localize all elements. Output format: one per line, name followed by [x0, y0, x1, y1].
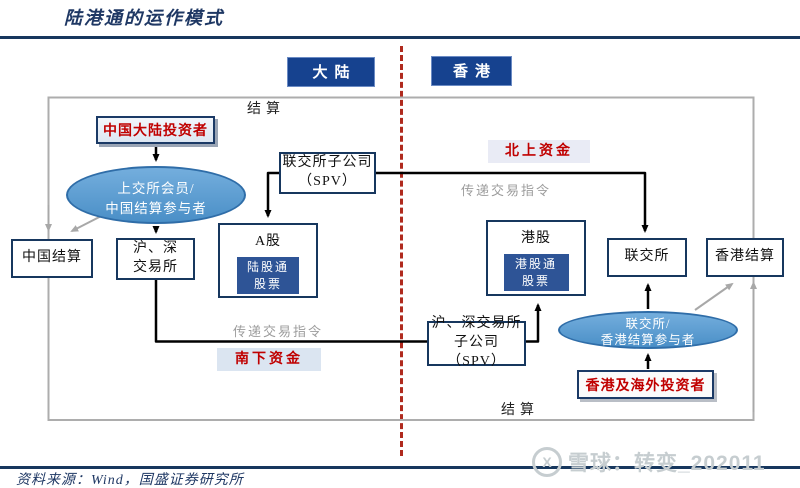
bottom-separator: [0, 466, 800, 469]
hkex-label: 联交所: [624, 249, 670, 265]
node-h-share: 港股 港股通 股票: [486, 220, 586, 296]
northbound-funds-label: 北上资金: [488, 140, 590, 163]
sh-sz-exchange-line1: 沪、深: [133, 241, 178, 257]
sh-sz-spv-line2: 子公司（SPV）: [447, 335, 506, 369]
node-sh-sz-spv: 沪、深交易所 子公司（SPV）: [427, 316, 526, 369]
hkex-participant-line1: 联交所/: [625, 317, 671, 331]
h-share-ganggutong-box: 港股通 股票: [503, 253, 569, 292]
ganggutong-line2: 股票: [521, 273, 550, 288]
node-hkex-participant: 联交所/ 香港结算参与者: [558, 311, 738, 349]
black-order-arrows: [152, 147, 652, 369]
hkex-participant-line2: 香港结算参与者: [600, 333, 696, 348]
page-title: 陆港通的运作模式: [64, 8, 224, 28]
ganggutong-line1: 港股通: [514, 256, 557, 271]
top-separator: [0, 36, 800, 39]
watermark-text: 雪球：转变_202011: [568, 452, 766, 475]
node-hkex: 联交所: [607, 238, 687, 277]
a-share-label: A股: [254, 234, 282, 249]
china-clearing-label: 中国结算: [22, 250, 82, 266]
mainland-investor-label: 中国大陆投资者: [103, 124, 208, 139]
lugutong-line2: 股票: [253, 276, 282, 291]
h-share-label: 港股: [521, 231, 551, 246]
hkex-spv-line1: 联交所子公司: [282, 155, 373, 171]
sh-sz-exchange-line2: 交易所: [133, 260, 178, 275]
hk-overseas-investor-label: 香港及海外投资者: [585, 378, 706, 394]
xueqiu-logo-icon: X: [532, 447, 562, 477]
sse-participant-line1: 上交所会员/: [117, 181, 195, 196]
settlement-label-bottom: 结算: [501, 403, 539, 418]
southbound-funds-label: 南下资金: [217, 348, 321, 371]
settlement-label-top: 结算: [247, 102, 285, 117]
watermark: X 雪球：转变_202011: [532, 447, 766, 477]
node-sse-member-participant: 上交所会员/ 中国结算参与者: [66, 166, 246, 224]
region-header-hongkong: 香港: [431, 56, 512, 86]
node-hkex-spv: 联交所子公司 （SPV）: [279, 152, 376, 194]
node-hk-overseas-investor: 香港及海外投资者: [577, 370, 714, 399]
a-share-lugutong-box: 陆股通 股票: [237, 256, 299, 295]
sse-participant-line2: 中国结算参与者: [105, 201, 207, 216]
transmit-orders-label-bottom: 传递交易指令: [232, 324, 323, 339]
hkex-spv-line2: （SPV）: [298, 174, 357, 189]
node-china-clearing: 中国结算: [11, 239, 93, 278]
node-sh-sz-exchange: 沪、深 交易所: [116, 238, 195, 280]
node-a-share: A股 陆股通 股票: [218, 223, 318, 298]
mainland-hk-divider: [400, 46, 403, 456]
node-mainland-investor: 中国大陆投资者: [96, 116, 215, 144]
source-note: 资料来源：Wind，国盛证券研究所: [16, 473, 244, 488]
transmit-orders-label-top: 传递交易指令: [460, 183, 551, 198]
region-header-mainland: 大陆: [287, 57, 375, 87]
sh-sz-spv-line1: 沪、深交易所: [431, 316, 522, 332]
node-hk-clearing: 香港结算: [706, 238, 784, 277]
hk-clearing-label: 香港结算: [715, 249, 775, 265]
lugutong-line1: 陆股通: [246, 259, 289, 274]
